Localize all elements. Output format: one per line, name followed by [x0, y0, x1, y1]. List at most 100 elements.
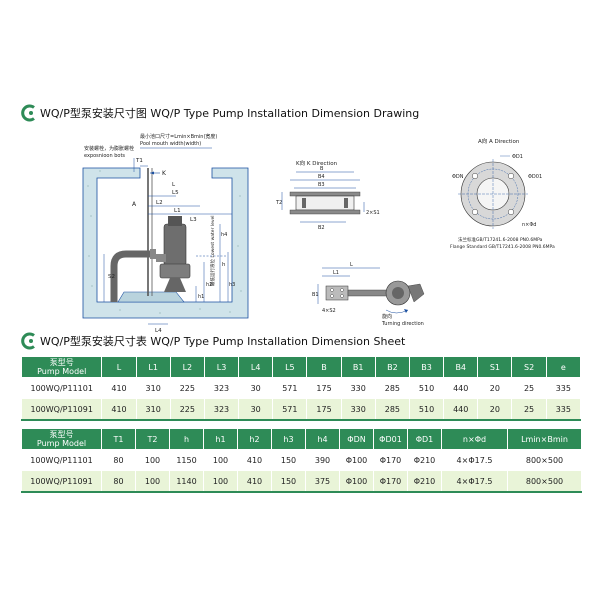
flange-standard-cn: 法兰标准GB/T17241.6-2008 PN0.6MPa [458, 236, 543, 243]
column-header: L [101, 356, 137, 378]
column-header: B1 [340, 356, 376, 378]
bolt-label-cn: 安装螺栓，为膨胀螺栓 [84, 145, 134, 152]
model-cell: 100WQ/P11101 [21, 449, 102, 471]
table-cell: 4×Φ17.5 [441, 449, 508, 471]
table-cell: 175 [306, 377, 342, 399]
water-level-label: 最低运行液位 Lowest water level [209, 215, 216, 286]
column-header: h2 [237, 428, 272, 450]
k-arrow-label: K [162, 170, 167, 177]
k-b2-label: B2 [318, 225, 325, 231]
table-cell: 20 [477, 398, 513, 421]
column-header: B [306, 356, 342, 378]
section-logo-icon [21, 104, 35, 122]
turning-direction-en: Turning direction [381, 321, 424, 327]
model-header: 泵型号 Pump Model [21, 428, 102, 450]
table-cell: 150 [271, 470, 306, 493]
table-cell: 440 [443, 377, 479, 399]
table-cell: 571 [272, 398, 308, 421]
l3-label: L3 [190, 217, 197, 223]
k-direction-label: K向 K Direction [296, 159, 338, 167]
h1-label: h1 [198, 294, 204, 300]
table-cell: 375 [305, 470, 340, 493]
dimension-table-1: 泵型号 Pump Model L L1 L2 L3 L4 L5 B B1 B2 … [20, 356, 582, 421]
table-cell: 410 [101, 377, 137, 399]
table-cell: 323 [203, 377, 240, 399]
l5-label: L5 [172, 190, 179, 196]
h4-label: h4 [221, 232, 227, 238]
table-cell: 800×500 [507, 449, 582, 471]
table-cell: 323 [203, 398, 240, 421]
table-cell: 285 [374, 377, 410, 399]
h2-label: h2 [206, 282, 212, 288]
table-cell: 175 [306, 398, 342, 421]
l1-label: L1 [174, 208, 181, 214]
model-cell: 100WQ/P11091 [20, 398, 103, 421]
sheet-section-header: WQ/P型泵安装尺寸表 WQ/P Type Pump Installation … [20, 332, 405, 350]
column-header: h4 [305, 428, 340, 450]
table-cell: Φ170 [373, 449, 408, 471]
table-cell: 310 [135, 398, 171, 421]
table-cell: 571 [272, 377, 308, 399]
table-cell: 285 [374, 398, 410, 421]
model-header-cn: 泵型号 [49, 358, 74, 367]
column-header: h3 [271, 428, 306, 450]
k-t2-label: T2 [275, 200, 282, 206]
a-direction-view: A向 A Direction ΦD1 ΦDN ΦD01 n×Φd 法兰标准GB/… [450, 137, 555, 250]
k-2s1-label: 2×S1 [366, 210, 380, 216]
h-label: h [222, 262, 226, 268]
table-cell: 30 [238, 398, 274, 421]
top-l1-label: L1 [333, 270, 339, 276]
table-cell: 25 [511, 398, 547, 421]
k-b3-label: B3 [318, 182, 325, 188]
table-row: 100WQ/P11091 80 100 1140 100 410 150 375… [21, 470, 582, 493]
table-cell: 100 [203, 470, 238, 493]
h3-label: h3 [229, 282, 235, 288]
column-header: ΦD01 [373, 428, 408, 450]
table-cell: 390 [305, 449, 340, 471]
table-row: 100WQ/P11091 410 310 225 323 30 571 175 … [20, 398, 582, 421]
table-cell: 1140 [169, 470, 204, 493]
four-s2-label: 4×S2 [322, 308, 336, 314]
turning-direction-cn: 旋向 [382, 313, 392, 320]
a-phi-d1-label: ΦD1 [512, 154, 523, 160]
a-direction-label: A向 A Direction [478, 137, 520, 145]
table-cell: 310 [135, 377, 171, 399]
table-cell: 510 [408, 377, 445, 399]
column-header: e [545, 356, 582, 378]
column-header: S1 [477, 356, 513, 378]
column-header: B2 [374, 356, 410, 378]
pool-mouth-label-en: Pool mouth width(width) [140, 141, 201, 147]
table-row: 100WQ/P11101 80 100 1150 100 410 150 390… [21, 449, 582, 471]
table-cell: 100 [135, 470, 170, 493]
table-cell: 150 [271, 449, 306, 471]
table-cell: 100 [203, 449, 238, 471]
bolt-label-en: exposnioon bots [84, 153, 125, 159]
flange-standard-en: Flange Standard GB/T17241.6-2008 PN0.6MP… [450, 244, 555, 250]
table-cell: 30 [238, 377, 274, 399]
top-view: L L1 B1 4×S2 旋向 Turning direction [312, 262, 425, 327]
table-cell: 330 [340, 377, 376, 399]
table-row: 100WQ/P11101 410 310 225 323 30 571 175 … [20, 377, 582, 399]
table-cell: 440 [443, 398, 479, 421]
model-header-en: Pump Model [37, 367, 87, 376]
t1-label: T1 [135, 158, 143, 164]
column-header: L1 [135, 356, 171, 378]
dimension-table-2: 泵型号 Pump Model T1 T2 h h1 h2 h3 h4 ΦDN Φ… [21, 428, 582, 493]
table-cell: 80 [101, 449, 136, 471]
table-cell: 4×Φ17.5 [441, 470, 508, 493]
table-cell: 80 [101, 470, 136, 493]
table-cell: Φ100 [339, 470, 374, 493]
table-cell: 100 [135, 449, 170, 471]
model-header-cn: 泵型号 [49, 430, 74, 439]
outlet-pipe [110, 249, 156, 302]
column-header: h [169, 428, 204, 450]
column-header: L4 [238, 356, 274, 378]
pool-section [82, 167, 249, 319]
a-phi-d01-label: ΦD01 [528, 174, 542, 180]
installation-drawing: 最小池口尺寸=Lmin×Bmin(宽度) Pool mouth width(wi… [82, 133, 555, 334]
k-direction-view: K向 K Direction B B4 B3 T2 B2 2×S1 [275, 159, 380, 231]
l2-label: L2 [156, 200, 163, 206]
table-cell: Φ170 [373, 470, 408, 493]
column-header: T2 [135, 428, 170, 450]
a-mark-label: A [132, 201, 137, 208]
